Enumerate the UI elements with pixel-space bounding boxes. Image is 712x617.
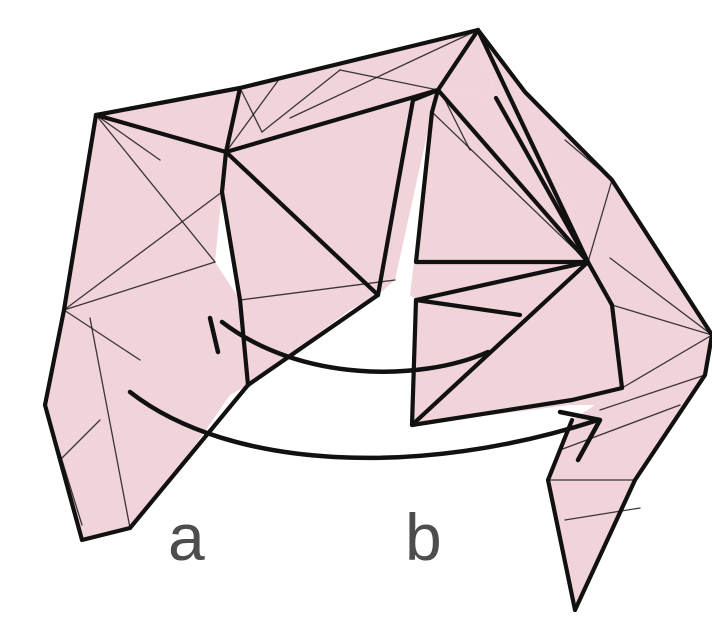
step-label-a: a (168, 500, 205, 574)
paper-left-flap (45, 115, 248, 540)
step-label-b: b (405, 500, 442, 574)
